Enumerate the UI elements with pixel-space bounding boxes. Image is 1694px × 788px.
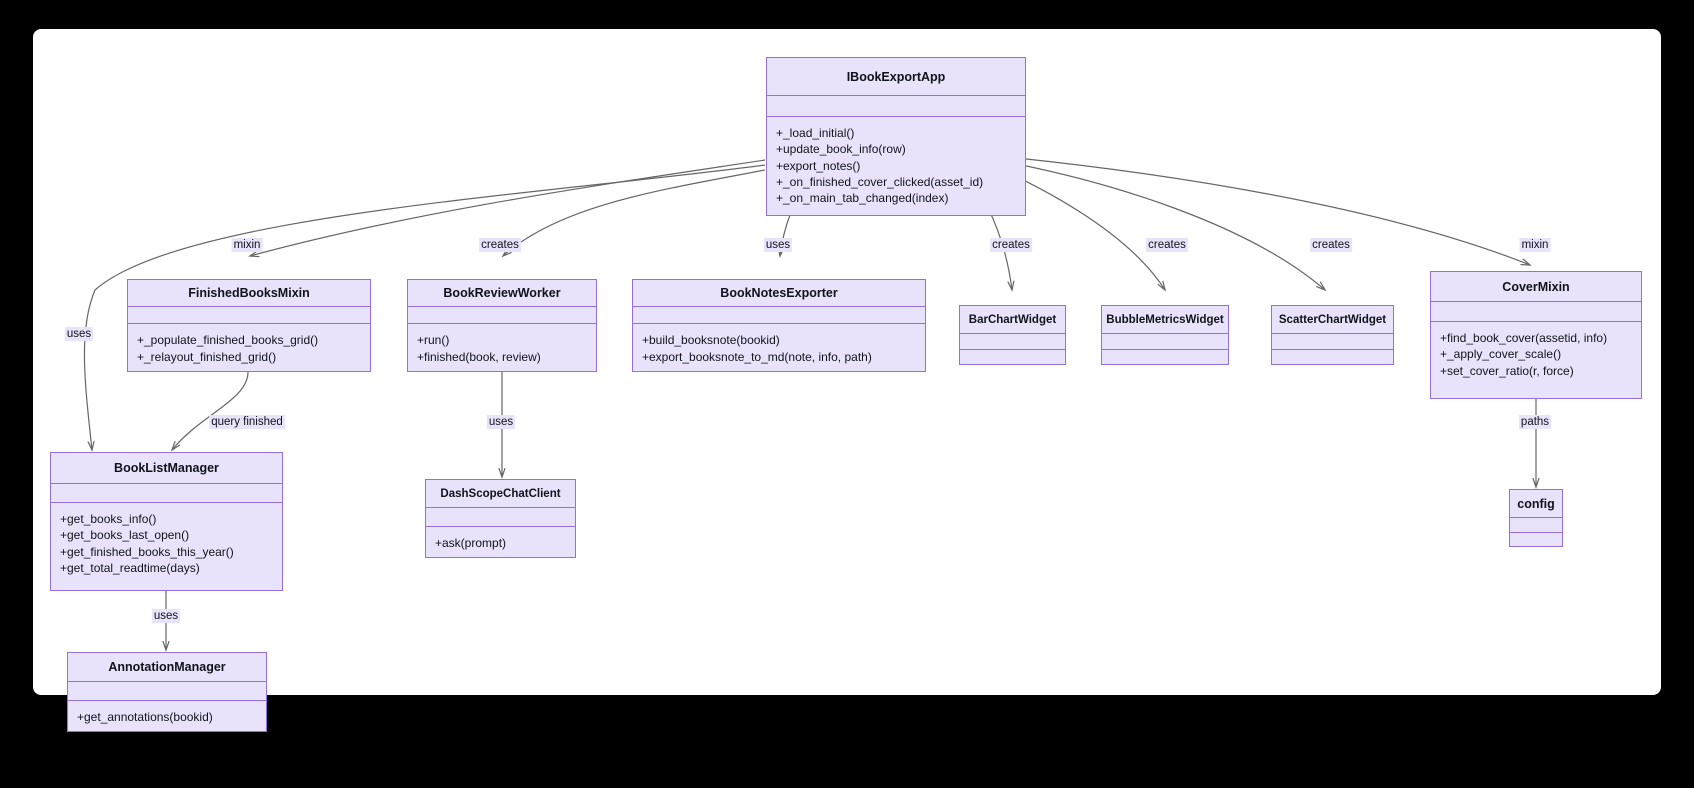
class-attributes [1510, 518, 1562, 533]
class-method: +_on_main_tab_changed(index) [776, 191, 949, 206]
class-scatterchartwidget[interactable]: ScatterChartWidget [1271, 305, 1394, 365]
edge-label-mixin-covermixin: mixin [1519, 238, 1551, 252]
class-attributes [767, 96, 1025, 117]
class-method: +ask(prompt) [435, 535, 507, 550]
class-method: +_load_initial() [776, 126, 855, 140]
edge-label-uses-dashscopechatclient: uses [486, 415, 516, 429]
edge-label-query-finished: query finished [209, 415, 285, 429]
class-method: +build_booksnote(bookid) [642, 333, 780, 348]
class-bookreviewworker[interactable]: BookReviewWorker +run() +finished(book, … [407, 279, 597, 372]
class-finishedbooksmixin[interactable]: FinishedBooksMixin +_populate_finished_b… [127, 279, 371, 372]
edge-label-creates-scatterchartwidget: creates [1310, 238, 1352, 252]
class-attributes [1431, 302, 1641, 322]
edge-label-uses-booknotesexporter: uses [763, 238, 793, 252]
class-method: +finished(book, review) [417, 349, 541, 364]
class-method: +_populate_finished_books_grid() [137, 333, 319, 348]
class-method: +find_book_cover(assetid, info) [1440, 331, 1608, 345]
class-booklistmanager[interactable]: BookListManager +get_books_info() +get_b… [50, 452, 283, 591]
class-method: +run() [417, 333, 450, 348]
class-attributes [128, 307, 370, 325]
class-attributes [426, 508, 575, 527]
class-ibookexportapp[interactable]: IBookExportApp +_load_initial() +update_… [766, 57, 1026, 216]
class-method: +set_cover_ratio(r, force) [1440, 363, 1574, 378]
class-attributes [68, 682, 266, 701]
class-method: +update_book_info(row) [776, 142, 906, 157]
class-method: +_apply_cover_scale() [1440, 347, 1562, 362]
edge-label-uses-booklistmanager: uses [64, 327, 94, 341]
edge-label-creates-bubblemetricswidget: creates [1146, 238, 1188, 252]
class-methods: +build_booksnote(bookid) +export_booksno… [633, 324, 925, 371]
class-methods: +_load_initial() +update_book_info(row) … [767, 117, 1025, 212]
class-title: BookListManager [51, 453, 282, 484]
class-bubblemetricswidget[interactable]: BubbleMetricsWidget [1101, 305, 1229, 365]
class-method: +_on_finished_cover_clicked(asset_id) [776, 174, 984, 189]
class-attributes [1102, 334, 1228, 350]
class-method: +get_finished_books_this_year() [60, 544, 234, 559]
class-barchartwidget[interactable]: BarChartWidget [959, 305, 1066, 365]
class-attributes [51, 484, 282, 503]
edge-label-creates-bookreviewworker: creates [479, 238, 521, 252]
class-title: ScatterChartWidget [1272, 306, 1393, 334]
class-method: +export_booksnote_to_md(note, info, path… [642, 349, 872, 364]
class-title: IBookExportApp [767, 58, 1025, 96]
edge-label-mixin-finishedbooksmixin: mixin [231, 238, 263, 252]
class-attributes [408, 307, 596, 325]
class-attributes [1272, 334, 1393, 350]
class-attributes [960, 334, 1065, 350]
class-methods: +run() +finished(book, review) [408, 324, 596, 371]
class-title: BookNotesExporter [633, 280, 925, 308]
class-title: AnnotationManager [68, 653, 266, 683]
class-methods: +_populate_finished_books_grid() +_relay… [128, 324, 370, 371]
class-methods: +find_book_cover(assetid, info) +_apply_… [1431, 322, 1641, 385]
class-covermixin[interactable]: CoverMixin +find_book_cover(assetid, inf… [1430, 271, 1642, 399]
class-title: config [1510, 490, 1562, 518]
class-methods: +ask(prompt) [426, 527, 575, 557]
class-method: +get_books_last_open() [60, 528, 190, 543]
class-dashscopechatclient[interactable]: DashScopeChatClient +ask(prompt) [425, 479, 576, 558]
edge-label-creates-barchartwidget: creates [990, 238, 1032, 252]
class-annotationmanager[interactable]: AnnotationManager +get_annotations(booki… [67, 652, 267, 732]
class-methods: +get_annotations(bookid) [68, 701, 266, 731]
class-method: +_relayout_finished_grid() [137, 349, 277, 364]
class-title: BubbleMetricsWidget [1102, 306, 1228, 334]
class-title: BarChartWidget [960, 306, 1065, 334]
class-method: +get_total_readtime(days) [60, 560, 200, 575]
class-method: +get_books_info() [60, 512, 157, 526]
class-methods: +get_books_info() +get_books_last_open()… [51, 503, 282, 582]
class-attributes [633, 307, 925, 325]
class-title: DashScopeChatClient [426, 480, 575, 509]
edge-label-uses-annotationmanager: uses [151, 609, 181, 623]
class-config[interactable]: config [1509, 489, 1563, 547]
class-method: +export_notes() [776, 158, 861, 173]
class-booknotesexporter[interactable]: BookNotesExporter +build_booksnote(booki… [632, 279, 926, 372]
class-title: CoverMixin [1431, 272, 1641, 302]
edge-label-paths-config: paths [1518, 415, 1552, 429]
class-title: FinishedBooksMixin [128, 280, 370, 308]
class-title: BookReviewWorker [408, 280, 596, 308]
class-method: +get_annotations(bookid) [77, 709, 213, 724]
